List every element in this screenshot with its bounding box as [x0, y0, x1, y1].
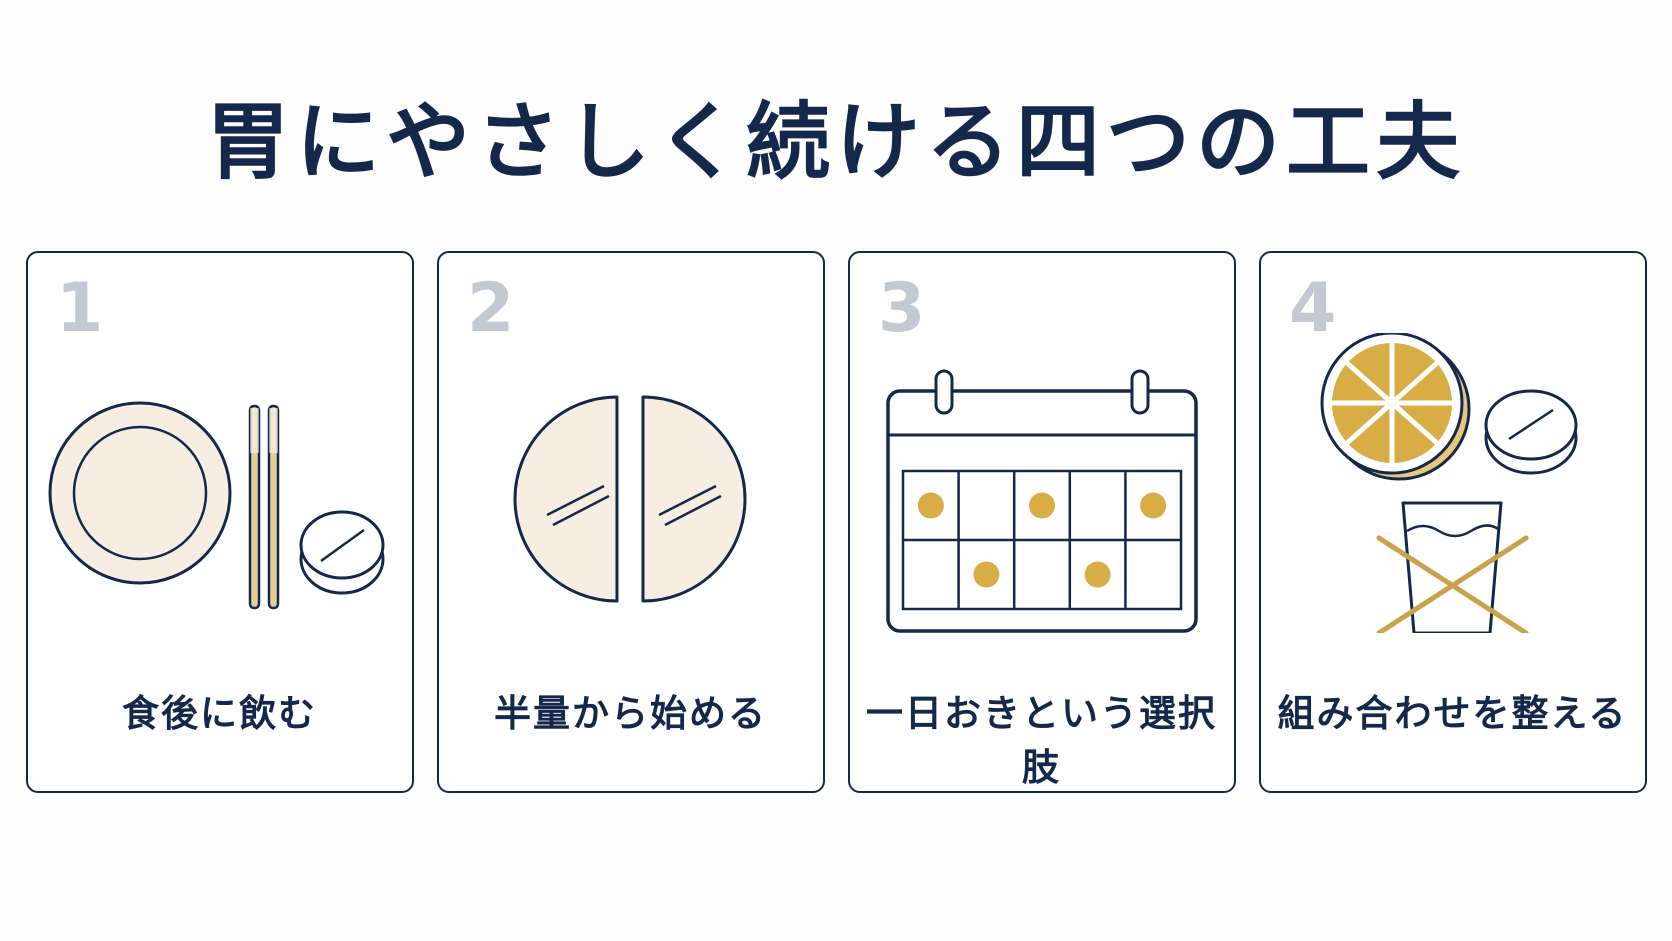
crossed-glass-icon [1376, 501, 1529, 633]
card-illustration [513, 395, 747, 603]
card-number: 1 [56, 269, 104, 348]
lemon-slice-icon [1320, 333, 1471, 481]
tip-card-half-dose: 2 半量から始める [437, 251, 825, 793]
plate-icon [48, 401, 232, 585]
card-number: 2 [467, 269, 515, 348]
page-title: 胃にやさしく続ける四つの工夫 [205, 93, 1466, 191]
tablet-icon [1484, 389, 1578, 475]
tablet-icon [299, 510, 385, 595]
card-illustration [48, 401, 385, 610]
card-label: 一日おきという選択肢 [866, 692, 1217, 789]
tip-card-every-other-day: 3 一日おきという選択肢 [848, 251, 1236, 793]
tip-card-combination: 4 [1259, 251, 1647, 793]
calendar-icon [886, 369, 1198, 633]
tip-card-after-meal: 1 食後に飲む [26, 251, 414, 793]
card-label: 半量から始める [494, 692, 767, 735]
card-illustration [1320, 333, 1578, 633]
chopsticks-icon [248, 404, 280, 610]
card-illustration [886, 369, 1198, 633]
card-label: 食後に飲む [122, 692, 317, 735]
card-number: 3 [878, 269, 926, 348]
card-label: 組み合わせを整える [1277, 692, 1628, 735]
card-number: 4 [1289, 269, 1337, 348]
split-tablet-icon [513, 395, 747, 603]
